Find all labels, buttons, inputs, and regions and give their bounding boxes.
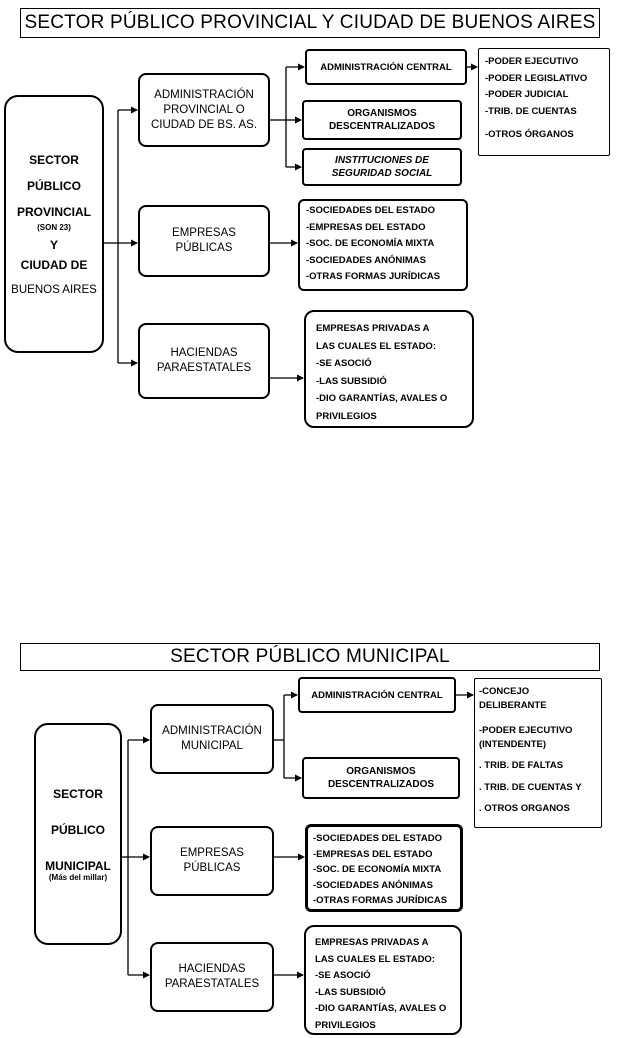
admin-line-1: ADMINISTRACIÓN bbox=[154, 88, 254, 101]
municipal-empresas-line-2: PÚBLICAS bbox=[183, 862, 241, 874]
municipal-main-line-1: SECTOR bbox=[53, 786, 103, 801]
empresas-line-2: PÚBLICAS bbox=[175, 242, 233, 254]
municipal-haciendas-box: HACIENDAS PARAESTATALES bbox=[150, 942, 274, 1012]
organismos-line-2: DESCENTRALIZADOS bbox=[328, 121, 436, 132]
municipal-empresas-list-box: -SOCIEDADES DEL ESTADO -EMPRESAS DEL EST… bbox=[305, 824, 463, 912]
poder-item-1: -PODER EJECUTIVO bbox=[485, 56, 579, 67]
main-line-3: PROVINCIAL bbox=[16, 204, 91, 219]
municipal-admin-central-box: ADMINISTRACIÓN CENTRAL bbox=[298, 677, 456, 713]
provincial-poderes-box: -PODER EJECUTIVO -PODER LEGISLATIVO -POD… bbox=[478, 48, 610, 156]
municipal-admin-line-1: ADMINISTRACIÓN bbox=[162, 725, 262, 737]
provincial-haciendas-box: HACIENDAS PARAESTATALES bbox=[138, 323, 270, 399]
municipal-haciendas-item-2: LAS CUALES EL ESTADO: bbox=[315, 953, 435, 965]
provincial-main-box: SECTOR PÚBLICO PROVINCIAL (SON 23) Y CIU… bbox=[4, 95, 104, 353]
municipal-haciendas-item-1: EMPRESAS PRIVADAS A bbox=[315, 937, 429, 948]
haciendas-line-2: PARAESTATALES bbox=[156, 362, 252, 374]
municipal-empresas-item-2: -EMPRESAS DEL ESTADO bbox=[313, 848, 433, 860]
haciendas-item-2: LAS CUALES EL ESTADO: bbox=[316, 340, 436, 352]
provincial-empresas-list-box: -SOCIEDADES DEL ESTADO -EMPRESAS DEL EST… bbox=[298, 199, 468, 291]
poder-item-2: -PODER LEGISLATIVO bbox=[485, 72, 588, 84]
municipal-empresas-line-1: EMPRESAS bbox=[180, 847, 244, 859]
municipal-poder-item-6: . TRIB. DE CUENTAS Y bbox=[479, 781, 582, 793]
haciendas-item-1: EMPRESAS PRIVADAS A bbox=[316, 323, 430, 334]
provincial-organismos-box: ORGANISMOS DESCENTRALIZADOS bbox=[302, 100, 462, 140]
municipal-empresas-item-1: -SOCIEDADES DEL ESTADO bbox=[313, 833, 442, 844]
provincial-instituciones-box: INSTITUCIONES DE SEGURIDAD SOCIAL bbox=[302, 148, 462, 186]
haciendas-line-1: HACIENDAS bbox=[170, 347, 238, 359]
municipal-main-line-4: (Más del millar) bbox=[48, 872, 108, 882]
municipal-organismos-box: ORGANISMOS DESCENTRALIZADOS bbox=[302, 757, 460, 799]
provincial-title-bar: SECTOR PÚBLICO PROVINCIAL Y CIUDAD DE BU… bbox=[20, 8, 600, 38]
haciendas-item-6: PRIVILEGIOS bbox=[316, 410, 377, 422]
admin-line-2: PROVINCIAL O bbox=[163, 103, 245, 116]
municipal-haciendas-list-box: EMPRESAS PRIVADAS A LAS CUALES EL ESTADO… bbox=[304, 925, 462, 1035]
municipal-main-box: SECTOR PÚBLICO MUNICIPAL (Más del millar… bbox=[34, 723, 122, 945]
municipal-admin-central-label: ADMINISTRACIÓN CENTRAL bbox=[311, 689, 443, 701]
main-line-7: BUENOS AIRES bbox=[11, 283, 97, 296]
haciendas-item-5: -DIO GARANTÍAS, AVALES O bbox=[316, 393, 448, 404]
admin-central-label: ADMINISTRACIÓN CENTRAL bbox=[320, 61, 452, 73]
organismos-line-1: ORGANISMOS bbox=[347, 108, 417, 119]
municipal-poder-item-4: (INTENDENTE) bbox=[479, 738, 547, 750]
haciendas-item-4: -LAS SUBSIDIÓ bbox=[316, 375, 387, 387]
empresas-line-1: EMPRESAS bbox=[172, 227, 236, 239]
municipal-haciendas-item-3: -SE ASOCIÓ bbox=[315, 970, 371, 981]
municipal-main-line-3: MUNICIPAL bbox=[45, 858, 111, 873]
municipal-empresas-item-5: -OTRAS FORMAS JURÍDICAS bbox=[313, 895, 448, 906]
instituciones-line-1: INSTITUCIONES DE bbox=[335, 155, 429, 166]
main-line-1: SECTOR bbox=[29, 152, 79, 167]
municipal-title: SECTOR PÚBLICO MUNICIPAL bbox=[170, 646, 450, 667]
municipal-title-bar: SECTOR PÚBLICO MUNICIPAL bbox=[20, 643, 600, 671]
provincial-admin-box: ADMINISTRACIÓN PROVINCIAL O CIUDAD DE BS… bbox=[138, 73, 270, 147]
provincial-empresas-box: EMPRESAS PÚBLICAS bbox=[138, 205, 270, 277]
municipal-haciendas-item-4: -LAS SUBSIDIÓ bbox=[315, 986, 386, 998]
main-line-4: (SON 23) bbox=[37, 222, 71, 232]
municipal-poder-item-5: . TRIB. DE FALTAS bbox=[479, 760, 564, 771]
provincial-title: SECTOR PÚBLICO PROVINCIAL Y CIUDAD DE BU… bbox=[24, 12, 596, 33]
main-line-6: CIUDAD DE bbox=[20, 257, 88, 272]
municipal-organismos-line-1: ORGANISMOS bbox=[346, 766, 416, 777]
main-line-2: PÚBLICO bbox=[27, 178, 81, 193]
municipal-admin-box: ADMINISTRACIÓN MUNICIPAL bbox=[150, 704, 274, 774]
municipal-organismos-line-2: DESCENTRALIZADOS bbox=[327, 779, 435, 790]
poder-item-4: -TRIB. DE CUENTAS bbox=[485, 105, 577, 117]
municipal-poder-item-1: -CONCEJO bbox=[479, 686, 530, 697]
municipal-admin-line-2: MUNICIPAL bbox=[181, 740, 243, 752]
instituciones-line-2: SEGURIDAD SOCIAL bbox=[331, 168, 433, 179]
provincial-haciendas-list-box: EMPRESAS PRIVADAS A LAS CUALES EL ESTADO… bbox=[304, 310, 474, 428]
haciendas-item-3: -SE ASOCIÓ bbox=[316, 358, 372, 369]
poder-item-5: -OTROS ÓRGANOS bbox=[485, 129, 574, 140]
municipal-empresas-box: EMPRESAS PÚBLICAS bbox=[150, 826, 274, 896]
municipal-haciendas-line-1: HACIENDAS bbox=[178, 963, 246, 975]
municipal-haciendas-item-5: -DIO GARANTÍAS, AVALES O bbox=[315, 1003, 447, 1014]
municipal-haciendas-line-2: PARAESTATALES bbox=[164, 978, 260, 990]
empresas-item-3: -SOC. DE ECONOMÍA MIXTA bbox=[306, 238, 435, 249]
municipal-poder-item-3: -PODER EJECUTIVO bbox=[479, 725, 573, 736]
municipal-empresas-item-4: -SOCIEDADES ANÓNIMAS bbox=[313, 879, 433, 891]
municipal-poderes-box: -CONCEJO DELIBERANTE -PODER EJECUTIVO (I… bbox=[474, 678, 602, 828]
empresas-item-5: -OTRAS FORMAS JURÍDICAS bbox=[306, 271, 441, 282]
provincial-admin-central-box: ADMINISTRACIÓN CENTRAL bbox=[305, 49, 467, 85]
empresas-item-4: -SOCIEDADES ANÓNIMAS bbox=[306, 254, 426, 266]
admin-line-3: CIUDAD DE BS. AS. bbox=[150, 118, 258, 131]
main-line-5: Y bbox=[49, 237, 58, 252]
municipal-empresas-item-3: -SOC. DE ECONOMÍA MIXTA bbox=[313, 864, 442, 875]
poder-item-3: -PODER JUDICIAL bbox=[485, 89, 569, 100]
municipal-poder-item-2: DELIBERANTE bbox=[479, 699, 547, 711]
municipal-haciendas-item-6: PRIVILEGIOS bbox=[315, 1019, 376, 1031]
municipal-main-line-2: PÚBLICO bbox=[51, 822, 105, 837]
municipal-poder-item-7: . OTROS ORGANOS bbox=[479, 803, 570, 814]
empresas-item-1: -SOCIEDADES DEL ESTADO bbox=[306, 205, 435, 216]
empresas-item-2: -EMPRESAS DEL ESTADO bbox=[306, 221, 426, 233]
